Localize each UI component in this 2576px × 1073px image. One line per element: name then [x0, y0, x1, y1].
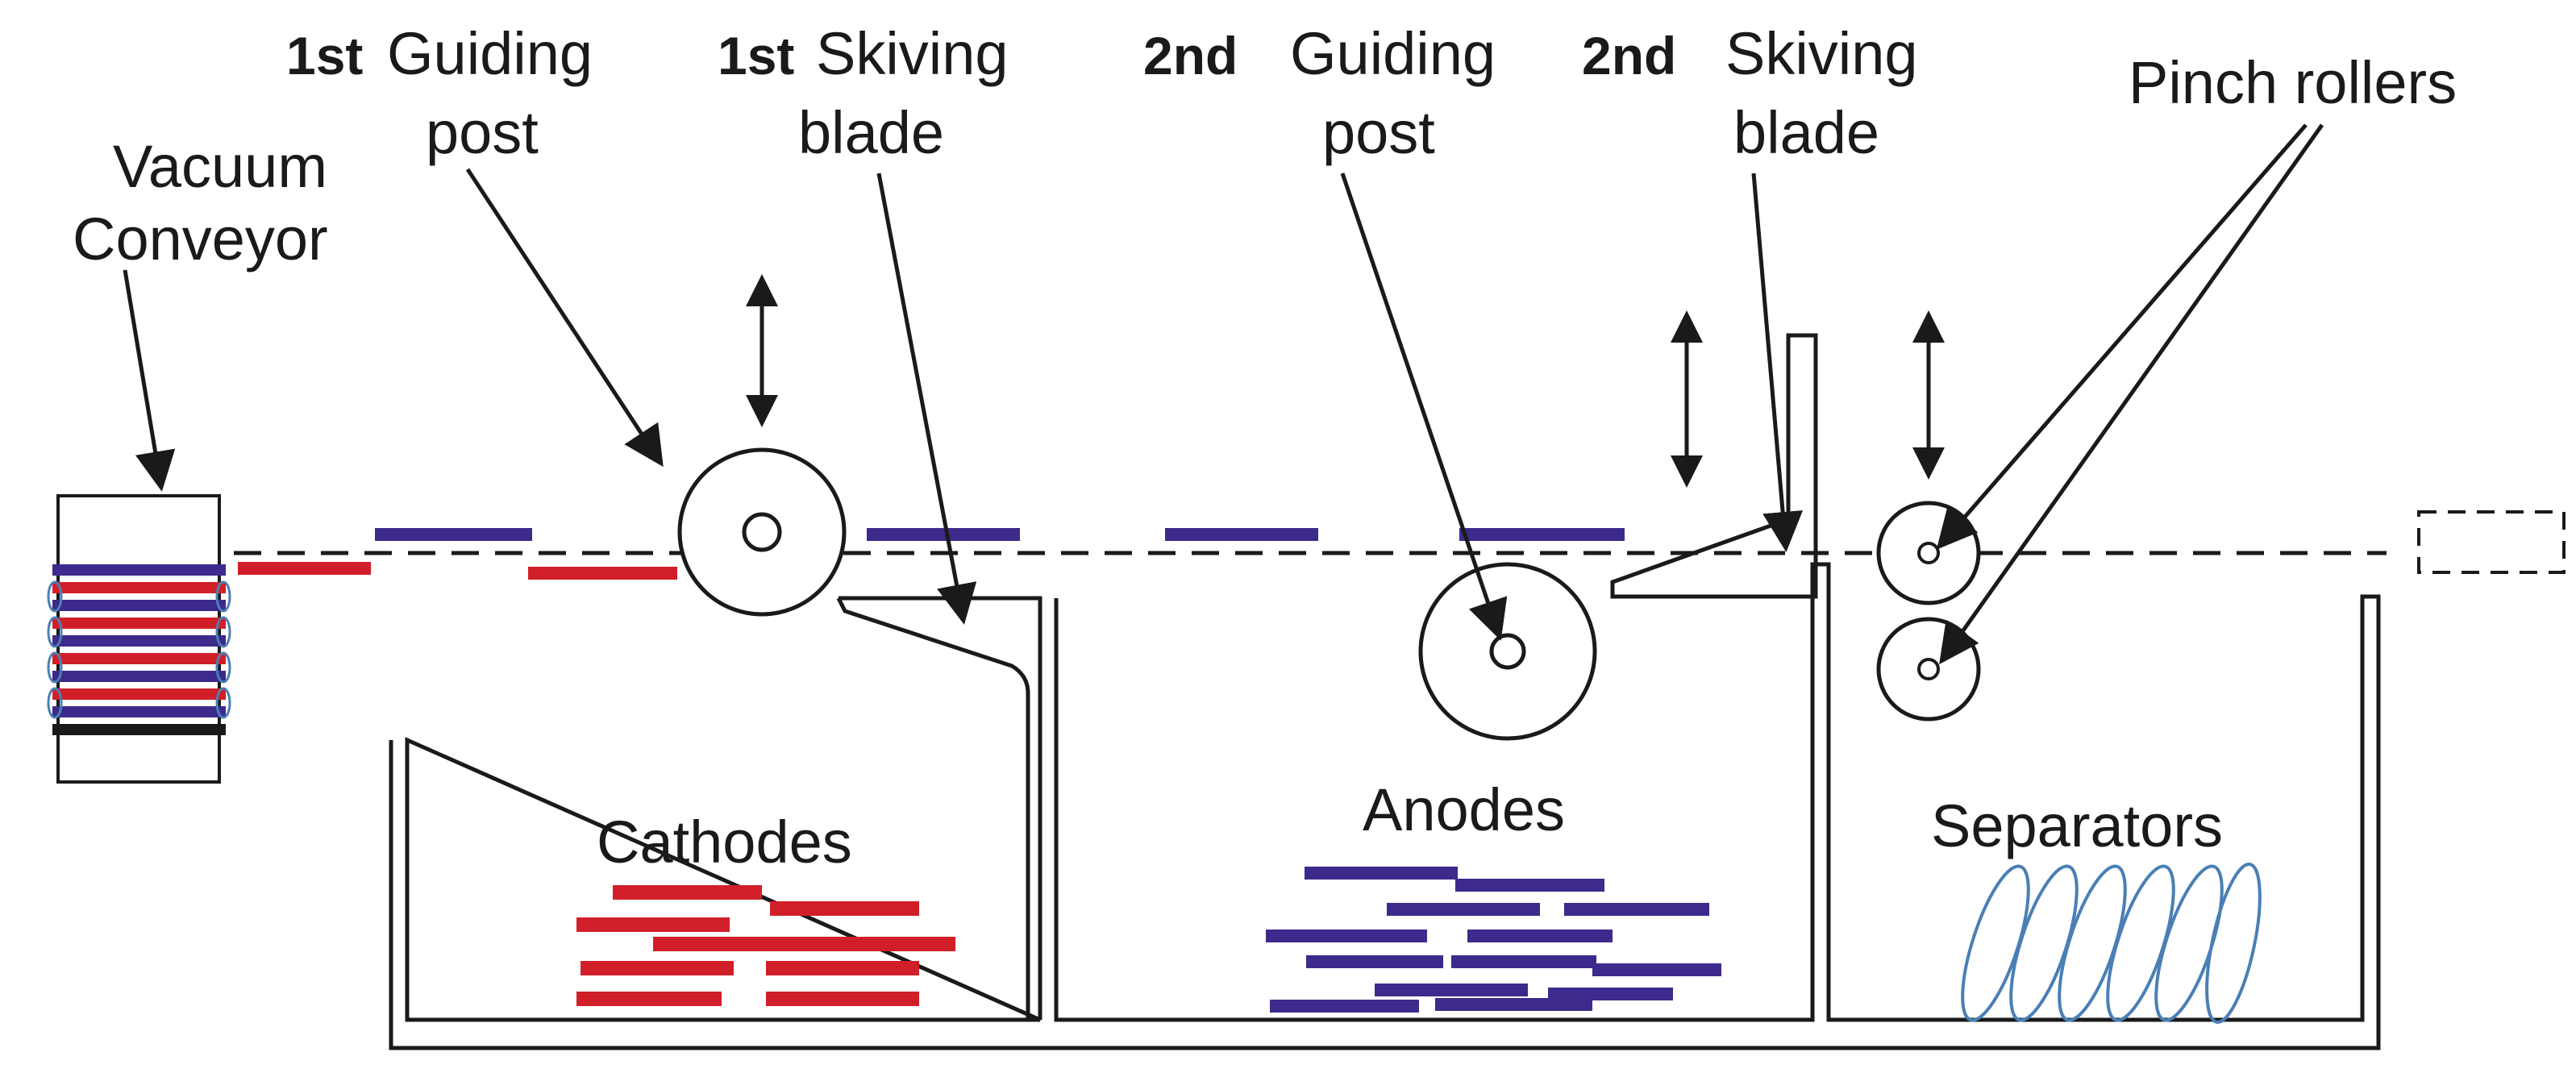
skive1-word: Skiving	[816, 20, 1009, 87]
arrow-second-skiving-blade	[1751, 173, 1804, 552]
guide2-line2: post	[1322, 99, 1435, 166]
pointer-arrows	[123, 123, 2324, 665]
anodes-pile	[1266, 867, 1721, 1013]
conveyor-anode-3	[1165, 528, 1318, 541]
arrow-second-guiding-post	[1340, 173, 1508, 641]
collection-bins-outline	[389, 562, 2381, 1050]
label-first-skiving-blade: 1st Skiving blade	[718, 20, 1009, 166]
skive2-ordinal: 2nd	[1582, 26, 1676, 85]
arrow-first-guiding-post	[465, 168, 664, 468]
second-guiding-post	[1418, 562, 1597, 741]
arrow-first-skiving-blade	[876, 173, 977, 625]
conveyor-anode-4	[1459, 528, 1625, 541]
electrodes-on-conveyor	[238, 528, 1625, 580]
guide2-word: Guiding	[1290, 20, 1496, 87]
separators-pile	[1961, 863, 2262, 1024]
vacuum-label-line1: Vacuum	[113, 133, 327, 200]
output-box-dashed	[2417, 510, 2566, 574]
label-separators: Separators	[1931, 792, 2223, 859]
skive2-word: Skiving	[1725, 20, 1918, 87]
pinch-roller-bottom	[1876, 617, 1981, 722]
vacuum-label-line2: Conveyor	[73, 206, 328, 272]
first-skiving-blade	[839, 596, 1042, 1020]
label-second-skiving-blade: 2nd Skiving blade	[1582, 20, 1918, 166]
label-anodes: Anodes	[1363, 776, 1565, 843]
guide1-ordinal: 1st	[286, 26, 363, 85]
conveyor-cathode-1	[238, 562, 371, 575]
guide1-word: Guiding	[387, 20, 593, 87]
arrow-pinch-roller-bottom	[1939, 123, 2324, 665]
label-pinch-rollers: Pinch rollers	[2129, 49, 2457, 116]
vacuum-conveyor	[47, 494, 231, 784]
skive1-ordinal: 1st	[718, 26, 794, 85]
label-first-guiding-post: 1st Guiding post	[286, 20, 593, 166]
conveyor-anode-1	[375, 528, 532, 541]
first-skiving-blade-edge	[836, 597, 1030, 1020]
arrow-pinch-roller-top	[1936, 123, 2308, 550]
guide1-line2: post	[426, 99, 539, 166]
first-guiding-post	[677, 447, 847, 617]
arrow-vacuum-conveyor	[123, 269, 176, 492]
label-vacuum-conveyor: Vacuum Conveyor	[73, 133, 328, 272]
cathodes-pile	[576, 885, 955, 1006]
conveyor-stacked-electrodes	[47, 564, 231, 735]
second-skiving-blade	[1610, 333, 1818, 599]
conveyor-anode-2	[867, 528, 1020, 541]
skive2-line2: blade	[1733, 99, 1879, 166]
label-second-guiding-post: 2nd Guiding post	[1143, 20, 1496, 166]
guide2-ordinal: 2nd	[1143, 26, 1238, 85]
skive1-line2: blade	[798, 99, 944, 166]
conveyor-cathode-2	[528, 567, 677, 580]
